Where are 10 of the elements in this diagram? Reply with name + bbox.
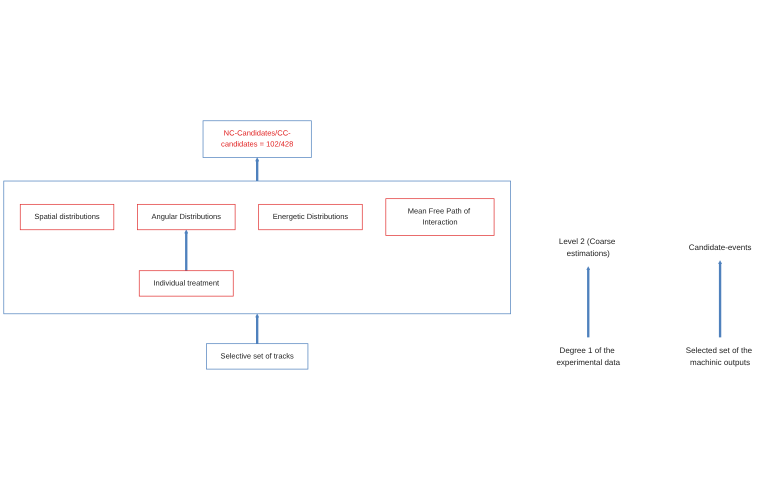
arrow (718, 260, 722, 338)
arrow (586, 266, 590, 338)
node-text: Candidate-events (688, 242, 752, 252)
arrow (255, 313, 260, 344)
arrow (184, 229, 188, 271)
arrow (255, 157, 260, 181)
node-text: Degree 1 of the experimental data (556, 346, 620, 367)
node-text: Level 2 (Coarse estimations) (558, 236, 616, 258)
cluster (3, 180, 511, 314)
node-text: Selected set of the machinic outputs (686, 346, 752, 367)
